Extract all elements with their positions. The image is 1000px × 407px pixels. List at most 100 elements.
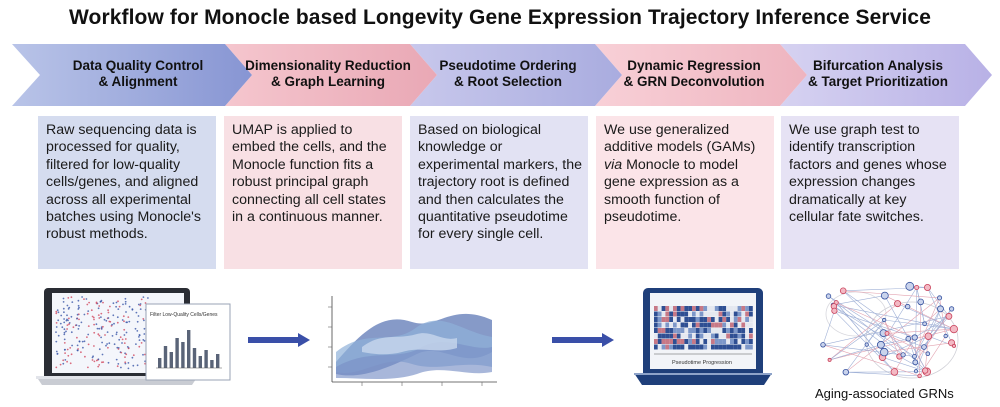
heatmap-cell [661,311,666,317]
scatter-point [132,364,135,367]
heatmap-cell [665,317,670,322]
qc-bar [169,352,173,368]
heatmap-cell [711,328,715,333]
heatmap-cell [730,317,734,322]
network-edge [833,306,900,357]
heatmap-cell [714,317,719,322]
heatmap-cell [665,344,670,350]
scatter-point [102,361,105,363]
scatter-point [119,336,122,339]
scatter-point [70,296,73,299]
network-edge [834,310,895,373]
network-node [884,331,890,336]
heatmap-cell [749,322,753,328]
heatmap-cell [657,328,662,333]
scatter-point [120,366,122,369]
scatter-point [118,338,121,341]
heatmap-cell [722,322,727,328]
scatter-point [97,307,100,310]
heatmap-cell [733,306,738,311]
heatmap-cell [684,344,689,350]
heatmap-cell [722,317,727,322]
scatter-point [66,348,69,351]
heatmap-cell [688,317,692,322]
network-edge [833,306,915,357]
scatter-point [100,312,103,315]
scatter-point [111,335,114,337]
heatmap-cell [699,322,704,328]
heatmap-cell [718,328,723,333]
network-node [912,359,919,366]
heatmap-cell [733,333,738,339]
network-edge [914,297,940,357]
network-node [905,281,915,291]
scatter-point [55,350,58,353]
network-node [924,284,932,291]
network-edge [915,308,952,363]
heatmap-cell [749,311,753,317]
heatmap-cell [684,339,689,344]
heatmap-cell [726,333,730,339]
heatmap-cell [718,333,723,339]
scatter-point [66,360,68,363]
heatmap-cell [722,339,727,344]
scatter-point [132,354,135,357]
scatter-point [64,359,67,361]
network-node [879,347,889,357]
qc-bar [210,360,214,368]
heatmap-cell [673,339,677,344]
scatter-point [55,312,58,315]
scatter-point [140,342,143,344]
scatter-point [87,325,90,327]
heatmap-cell [722,333,727,339]
scatter-point [87,310,90,312]
heatmap-cell [711,322,715,328]
heatmap-cell [745,328,749,333]
scatter-point [116,316,119,319]
heatmap-cell [703,306,708,311]
heatmap-cell [654,306,658,311]
scatter-point [63,328,66,331]
scatter-point [80,351,82,354]
page-title: Workflow for Monocle based Longevity Gen… [69,6,931,29]
scatter-point [63,331,66,334]
heatmap-cell [714,311,719,317]
heatmap-cell [665,333,670,339]
scatter-point [107,311,110,314]
step-3-label: Pseudotime Ordering& Root Selection [439,58,577,89]
scatter-point [60,314,63,317]
heatmap-cell [722,306,727,311]
heatmap-cell [695,322,700,328]
chevron-step-4 [595,44,807,106]
scatter-point [95,301,98,304]
scatter-point [111,323,113,326]
scatter-point [90,309,93,312]
scatter-point [136,364,139,367]
scatter-point [83,313,86,316]
network-node [924,332,932,340]
scatter-point [96,327,99,330]
heatmap-cell [665,339,670,344]
heatmap-cell [726,311,730,317]
heatmap-cell [714,333,719,339]
heatmap-cell [711,317,715,322]
heatmap-cell [673,328,677,333]
step-4-label: Dynamic Regression& GRN Deconvolution [623,58,765,89]
scatter-point [124,303,127,305]
heatmap-cell [680,322,685,328]
heatmap-cell [726,339,730,344]
network-edge [882,357,927,372]
network-edge [884,319,954,330]
scatter-point [102,301,104,304]
heatmap-cell [695,311,700,317]
heatmap-cell [661,333,666,339]
scatter-point [142,318,145,320]
qc-bar [192,348,197,368]
network-node [912,354,917,359]
scatter-point [115,333,118,336]
scatter-point [98,364,101,366]
heatmap-cell [718,311,723,317]
heatmap-cell [684,317,689,322]
heatmap-cell [711,333,715,339]
heatmap-cell [657,311,662,317]
